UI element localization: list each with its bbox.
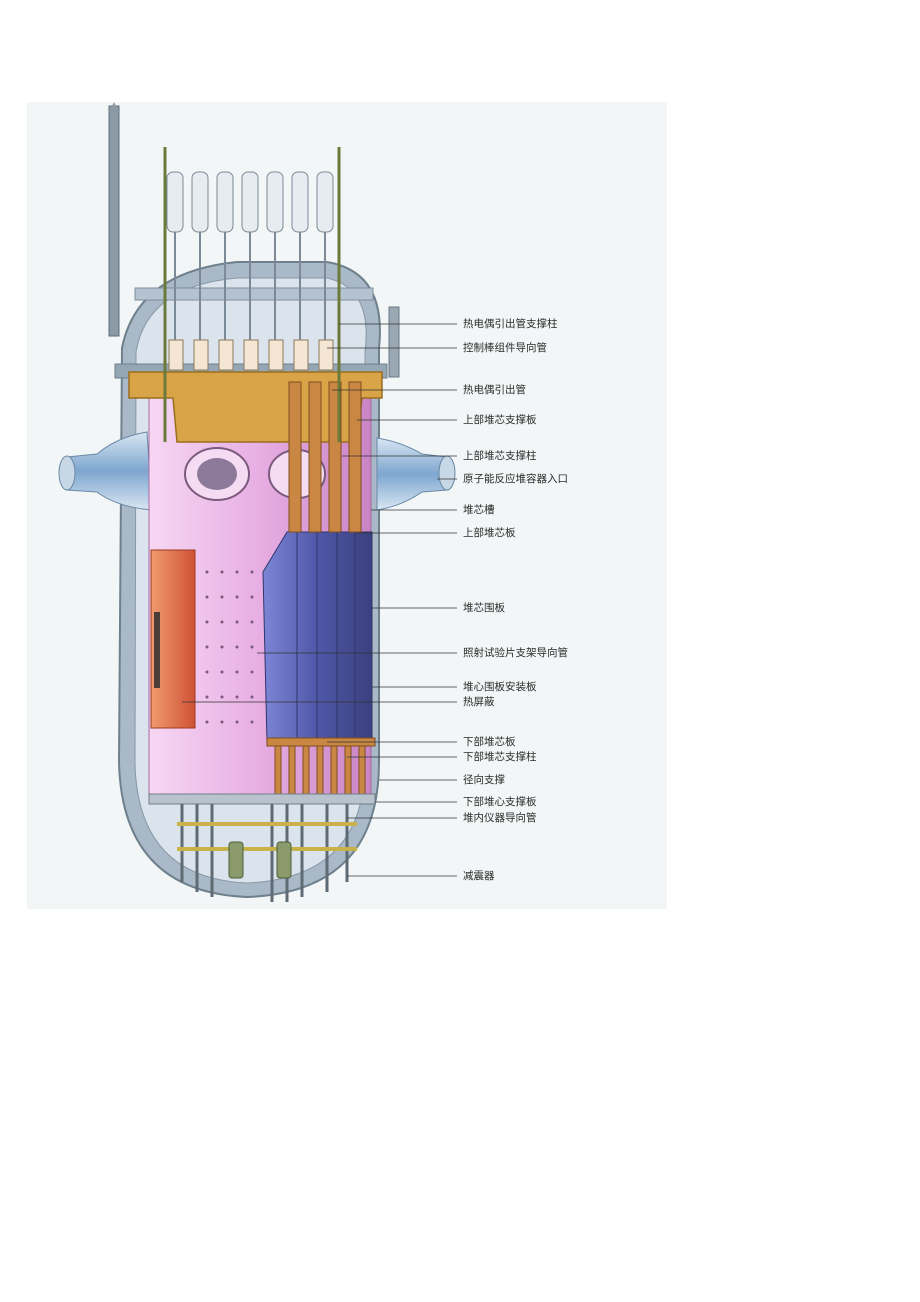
label-upper-core-support-plate: 上部堆芯支撑板 [463, 414, 537, 426]
label-specimen-guide-tube: 照射试验片支架导向管 [463, 647, 568, 659]
label-radial-support: 径向支撑 [463, 774, 505, 786]
label-lower-core-support-column: 下部堆芯支撑柱 [463, 751, 537, 763]
label-control-rod-guide-tube: 控制棒组件导向管 [463, 342, 547, 354]
label-upper-core-support-column: 上部堆芯支撑柱 [463, 450, 537, 462]
lower-core-support-plate [148, 793, 376, 805]
reactor-figure: 热电偶引出管支撑柱 控制棒组件导向管 热电偶引出管 上部堆芯支撑板 上部堆芯支撑… [27, 102, 667, 909]
label-thermal-shield: 热屏蔽 [463, 696, 495, 708]
label-vessel-inlet: 原子能反应堆容器入口 [463, 473, 568, 485]
label-lower-core-support-plate: 下部堆心支撑板 [463, 796, 537, 808]
inlet-nozzle [376, 437, 456, 511]
outlet-nozzle [58, 431, 153, 511]
upper-support-columns [288, 381, 362, 533]
label-lower-core-plate: 下部堆芯板 [463, 736, 516, 748]
label-core-barrel: 堆芯槽 [463, 504, 495, 516]
leader-lines [182, 323, 457, 877]
label-thermocouple-outlet-tube: 热电偶引出管 [463, 384, 526, 396]
label-upper-core-plate: 上部堆芯板 [463, 527, 516, 539]
label-thermocouple-column-support: 热电偶引出管支撑柱 [463, 318, 558, 330]
label-shock-absorber: 减震器 [463, 870, 495, 882]
label-incore-instrument-guide-tube: 堆内仪器导向管 [463, 812, 537, 824]
label-core-baffle: 堆芯围板 [463, 602, 505, 614]
shock-absorber [228, 841, 292, 879]
lifting-rod [108, 105, 120, 337]
control-rod-drive-mechanisms [166, 171, 334, 371]
reactor-vessel-diagram [58, 102, 457, 902]
label-baffle-former-plate: 堆心围板安装板 [463, 681, 537, 693]
